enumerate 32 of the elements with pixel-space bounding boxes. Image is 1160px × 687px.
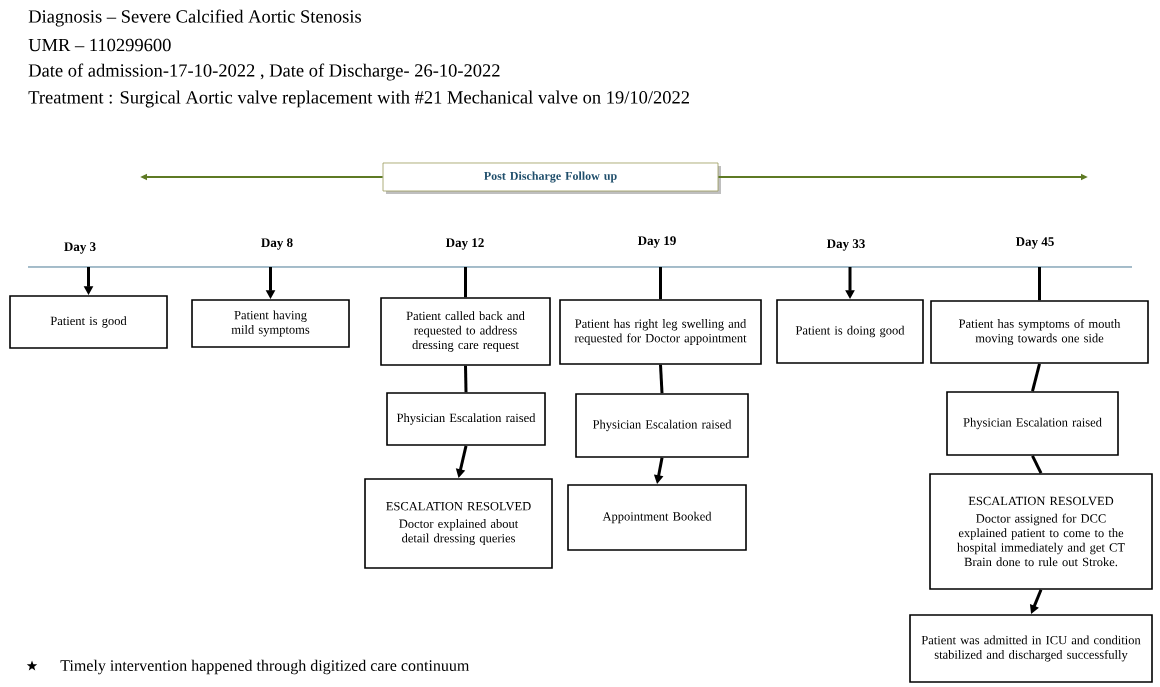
day-label: Day 19 xyxy=(637,236,676,248)
connector-line xyxy=(659,267,662,300)
day-label: Day 33 xyxy=(826,239,865,251)
connector-line xyxy=(464,365,468,393)
event-box: ESCALATION RESOLVED Doctor explained about detail dressing queries xyxy=(364,478,553,569)
event-box: Patient is good xyxy=(9,295,168,349)
connector-line xyxy=(1038,267,1041,301)
header-line: Date of admission-17-10-2022 , Date of Discharge- 26-10-2022 xyxy=(28,63,500,81)
event-box: Patient was admitted in ICU and condition stabilized and discharged successfully xyxy=(909,614,1153,683)
connector-line xyxy=(659,364,664,394)
header-line: UMR – 110299600 xyxy=(28,38,171,52)
title-box: Post Discharge Follow up xyxy=(382,162,719,192)
connector-line xyxy=(1031,363,1041,392)
event-box: Patient called back and requested to address dressing care request xyxy=(380,297,551,366)
event-box: Physician Escalation raised xyxy=(386,392,546,446)
footnote: Timely intervention happened through digitized care continuum xyxy=(60,659,470,675)
event-box: ESCALATION RESOLVED Doctor assigned for DCC explained patient to come to the hospital immediately and get CT Brain done to rule out Stroke. xyxy=(929,473,1153,590)
day-label: Day 8 xyxy=(261,238,293,250)
event-box: Physician Escalation raised xyxy=(575,393,749,458)
day-label: Day 12 xyxy=(445,238,484,250)
connector-line xyxy=(464,267,467,298)
event-box: Appointment Booked xyxy=(567,484,747,551)
connector-line xyxy=(1031,455,1043,474)
header-line: Diagnosis – Severe Calcified Aortic Stenosis xyxy=(28,9,362,27)
header-line: Treatment : Surgical Aortic valve replacement with #21 Mechanical valve on 19/10/2022 xyxy=(28,90,689,108)
event-box: Patient having mild symptoms xyxy=(191,299,350,348)
event-box: Patient has right leg swelling and requested for Doctor appointment xyxy=(559,299,762,365)
day-label: Day 3 xyxy=(64,242,96,254)
event-box: Patient is doing good xyxy=(776,299,924,364)
event-box: Patient has symptoms of mouth moving towards one side xyxy=(930,300,1149,364)
day-label: Day 45 xyxy=(1015,237,1054,249)
event-box: Physician Escalation raised xyxy=(946,391,1119,456)
